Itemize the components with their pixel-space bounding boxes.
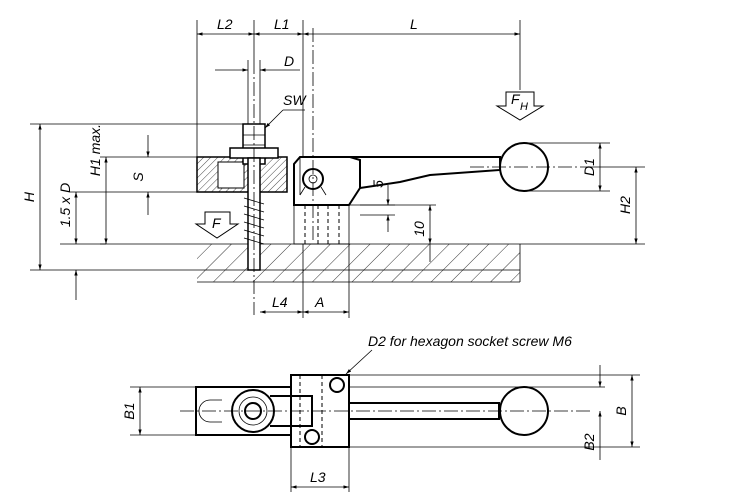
dim-label-5: 5 — [370, 180, 386, 188]
dim-label-10: 10 — [411, 221, 427, 237]
dim-label-B: B — [613, 406, 629, 415]
clamp-body — [293, 156, 361, 206]
socket-screw-bottom — [304, 429, 320, 445]
base-hatched-area — [197, 244, 520, 282]
dim-label-H2: H2 — [617, 196, 633, 214]
dim-label-S: S — [130, 172, 146, 182]
top-view: D2 for hexagon socket screw M6 B1 B — [121, 333, 640, 492]
top-screw-head — [231, 389, 275, 433]
dim-label-L1: L1 — [274, 16, 290, 32]
force-arrow-F — [194, 211, 240, 239]
dim-label-L3: L3 — [310, 469, 326, 485]
dim-label-SW: SW — [283, 92, 307, 108]
side-view: L2 L1 L D SW F H H H1 max. 1.5 x D — [21, 16, 645, 318]
socket-screw-top — [329, 377, 345, 393]
dim-label-B1: B1 — [121, 402, 137, 419]
force-label-F: F — [212, 215, 222, 231]
dim-label-H1max: H1 max. — [87, 124, 103, 176]
dim-label-L: L — [410, 16, 418, 32]
dim-label-D: D — [284, 53, 294, 69]
pedestal-block — [293, 204, 350, 245]
force-arrow-FH — [495, 91, 545, 121]
force-label-FH-sub: H — [520, 101, 528, 113]
lever-arm — [350, 156, 501, 189]
dim-label-1-5xD: 1.5 x D — [57, 183, 73, 227]
dim-label-B2: B2 — [581, 433, 597, 450]
note-D2: D2 for hexagon socket screw M6 — [368, 333, 572, 349]
dim-label-L4: L4 — [272, 294, 288, 310]
dim-label-L2: L2 — [217, 16, 233, 32]
dim-label-A: A — [314, 294, 324, 310]
dim-label-H: H — [21, 191, 37, 202]
force-label-FH: F — [511, 91, 521, 107]
